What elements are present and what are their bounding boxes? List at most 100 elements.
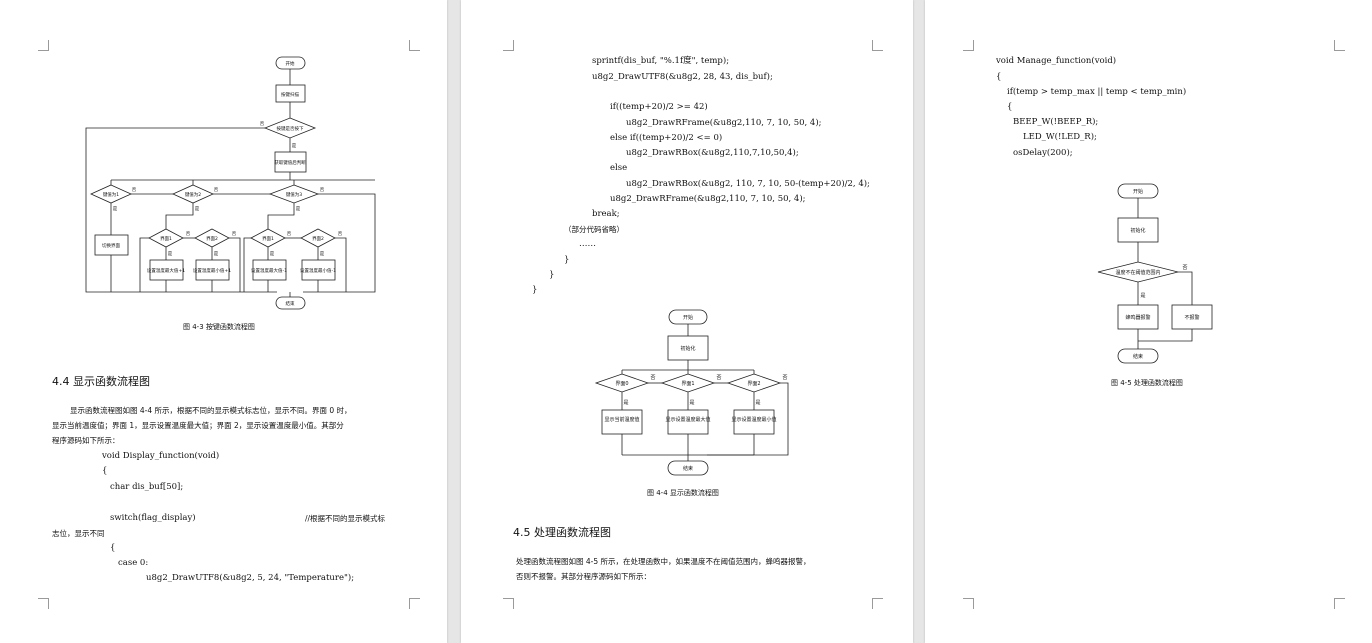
margin-mark [963, 598, 974, 609]
fc1-q-k3: 键值为3 [286, 191, 302, 198]
fc1-no: 否 [132, 187, 137, 193]
code-line: BEEP_W(!BEEP_R); [1013, 117, 1099, 127]
margin-mark [503, 40, 514, 51]
fc1-q-pressed: 按键是否按下 [277, 125, 304, 132]
fc1-no: 否 [338, 231, 343, 237]
fc2-yes: 是 [623, 400, 628, 406]
fc1-q-ui1-a: 界面1 [160, 236, 172, 242]
code-line: u8g2_DrawUTF8(&u8g2, 28, 43, dis_buf); [592, 72, 773, 82]
fc1-yes: 是 [214, 251, 219, 257]
code-line: case 0: [118, 558, 149, 568]
code-line: void Display_function(void) [102, 451, 220, 461]
fc3-question: 温度不在阈值范围内 [1115, 269, 1160, 276]
document-page-3: void Manage_function(void) { if(temp > t… [925, 0, 1372, 643]
margin-mark [38, 40, 49, 51]
fc2-yes: 是 [755, 400, 760, 406]
code-line: osDelay(200); [1013, 148, 1073, 158]
fc1-yes: 是 [320, 251, 325, 257]
fc2-no: 否 [716, 375, 721, 381]
fc2-q0: 界面0 [615, 381, 628, 387]
fc1-switch-ui: 切换界面 [102, 242, 120, 249]
code-line: { [1007, 102, 1013, 112]
fc1-q-k1: 键值为1 [103, 191, 119, 198]
fc1-yes: 是 [113, 206, 118, 212]
figure-caption: 图 4-5 处理函数流程图 [1111, 379, 1183, 387]
code-line: sprintf(dis_buf, "%.1f度", temp); [592, 56, 730, 66]
code-line: else if((temp+20)/2 <= 0) [610, 133, 723, 143]
fc3-end: 结束 [1133, 353, 1143, 360]
fc1-judge: 获取键值后判断 [274, 159, 306, 166]
fc1-q-ui2-b: 界面2 [312, 236, 324, 242]
code-line: u8g2_DrawRBox(&u8g2, 110, 7, 10, 50-(tem… [626, 179, 870, 189]
margin-mark [963, 40, 974, 51]
fc2-yes: 是 [689, 400, 694, 406]
fc1-no: 否 [232, 231, 237, 237]
margin-mark [1334, 40, 1345, 51]
fc1-no: 否 [320, 187, 325, 193]
paragraph-line: 显示当前温度值；界面 1，显示设置温度最大值；界面 2，显示设置温度最小值。其部… [52, 421, 344, 430]
fc1-no: 否 [287, 231, 292, 237]
code-line: LED_W(!LED_R); [1023, 132, 1097, 142]
fc2-no: 否 [782, 375, 787, 381]
fc3-no: 否 [1182, 265, 1187, 271]
fc1-q-ui2-a: 界面2 [206, 236, 218, 242]
code-comment: 志位，显示不同 [52, 529, 105, 538]
fc1-start: 开始 [286, 60, 295, 67]
code-line: u8g2_DrawRFrame(&u8g2,110, 7, 10, 50, 4)… [610, 194, 806, 204]
fc1-yes: 是 [270, 251, 275, 257]
key-function-flowchart: 开始 按键扫描 按键是否按下 获取键值后判断 键值为1 键值为2 键值为3 切换… [85, 56, 376, 310]
fc3-alarm: 蜂鸣器报警 [1125, 314, 1150, 321]
paragraph-line: 显示函数流程图如图 4-4 所示，根据不同的显示模式标志位，显示不同。界面 0 … [70, 406, 352, 415]
code-line: } [564, 255, 570, 265]
code-line: { [110, 543, 116, 553]
fc2-b0: 显示当前温度值 [604, 416, 639, 423]
fc1-q-ui1-b: 界面1 [262, 236, 274, 242]
code-line: } [532, 285, 538, 295]
fc2-q2: 界面2 [747, 381, 760, 387]
fc1-act3: 设置温度最大值-1 [251, 267, 287, 274]
display-function-flowchart: 开始 初始化 界面0 界面1 界面2 显示当前温度值 显示设置温度最大值 显示设… [594, 309, 789, 476]
section-heading: 4.5 处理函数流程图 [513, 526, 611, 539]
fc3-yes: 是 [1140, 293, 1145, 299]
margin-mark [872, 40, 883, 51]
document-page-1: 开始 按键扫描 按键是否按下 获取键值后判断 键值为1 键值为2 键值为3 切换… [0, 0, 447, 643]
fc3-no-alarm: 不报警 [1184, 314, 1199, 321]
fc1-q-k2: 键值为2 [185, 191, 201, 198]
fc2-no: 否 [650, 375, 655, 381]
fc2-q1: 界面1 [681, 381, 694, 387]
margin-mark [409, 40, 420, 51]
figure-caption: 图 4-4 显示函数流程图 [647, 489, 719, 497]
code-comment: （部分代码省略） [564, 225, 624, 234]
margin-mark [503, 598, 514, 609]
fc2-start: 开始 [683, 314, 693, 321]
document-page-2: sprintf(dis_buf, "%.1f度", temp); u8g2_Dr… [461, 0, 913, 643]
fc1-act1: 设置温度最大值+1 [147, 267, 185, 274]
figure-caption: 图 4-3 按键函数流程图 [183, 323, 255, 331]
code-line: if((temp+20)/2 >= 42) [610, 102, 708, 112]
code-line: char dis_buf[50]; [110, 482, 184, 492]
fc1-yes: 是 [292, 143, 297, 149]
code-line: break; [592, 209, 620, 219]
code-comment: //根据不同的显示模式标 [305, 514, 386, 523]
fc1-end: 结束 [286, 300, 295, 307]
fc1-no: 否 [186, 231, 191, 237]
manage-function-flowchart: 开始 初始化 温度不在阈值范围内 蜂鸣器报警 不报警 结束 否 是 [1097, 183, 1213, 364]
paragraph-line: 否则不报警。其部分程序源码如下所示： [516, 572, 651, 581]
code-line: { [996, 72, 1002, 82]
margin-mark [38, 598, 49, 609]
fc1-no: 否 [260, 121, 265, 127]
code-line: void Manage_function(void) [996, 56, 1117, 66]
fc2-b2: 显示设置温度最小值 [731, 416, 776, 423]
code-line: { [102, 466, 108, 476]
fc3-start: 开始 [1133, 188, 1143, 195]
code-line: u8g2_DrawRBox(&u8g2,110,7,10,50,4); [626, 148, 799, 158]
paragraph-line: 处理函数流程图如图 4-5 所示，在处理函数中，如果温度不在阈值范围内，蜂鸣器报… [516, 557, 811, 566]
code-line: u8g2_DrawUTF8(&u8g2, 5, 24, "Temperature… [146, 573, 355, 583]
fc1-yes: 是 [168, 251, 173, 257]
margin-mark [1334, 598, 1345, 609]
fc3-init: 初始化 [1130, 227, 1145, 234]
margin-mark [409, 598, 420, 609]
margin-mark [872, 598, 883, 609]
fc1-no: 否 [214, 187, 219, 193]
fc2-init: 初始化 [680, 345, 695, 352]
